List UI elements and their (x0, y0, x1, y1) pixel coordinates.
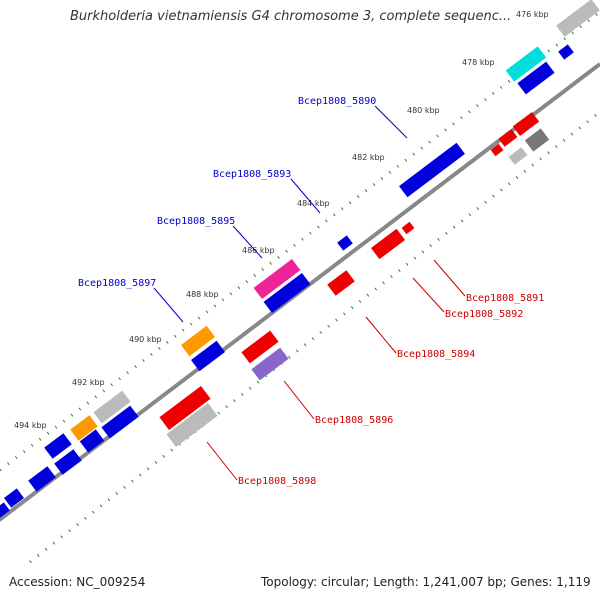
gene-feature[interactable] (498, 129, 518, 147)
gene-feature[interactable] (517, 61, 555, 95)
gene-feature[interactable] (28, 466, 56, 492)
gene-feature[interactable] (44, 433, 72, 459)
genome-summary-text: Topology: circular; Length: 1,241,007 bp… (261, 575, 591, 589)
accession-text: Accession: NC_009254 (9, 575, 146, 589)
gene-feature[interactable] (524, 128, 550, 152)
scale-label: 488 kbp (186, 290, 219, 299)
gene-feature[interactable] (399, 142, 465, 198)
gene-feature[interactable] (263, 272, 311, 314)
gene-feature[interactable] (241, 330, 279, 364)
gene-label-forward[interactable]: Bcep1808_5895 (157, 216, 235, 227)
map-title: Burkholderia vietnamiensis G4 chromosome… (70, 9, 512, 24)
scale-label: 486 kbp (242, 246, 275, 255)
scale-label: 484 kbp (297, 199, 330, 208)
gene-label-forward[interactable]: Bcep1808_5893 (213, 169, 291, 180)
gene-feature[interactable] (401, 221, 415, 235)
gene-feature[interactable] (191, 340, 225, 372)
gene-feature[interactable] (159, 385, 211, 431)
gene-feature[interactable] (337, 235, 353, 251)
gene-label-reverse[interactable]: Bcep1808_5894 (397, 349, 475, 360)
gene-feature[interactable] (181, 325, 215, 357)
scale-label: 480 kbp (407, 106, 440, 115)
gene-feature[interactable] (490, 143, 504, 157)
gene-feature[interactable] (327, 270, 355, 296)
scale-label: 478 kbp (462, 58, 495, 67)
gene-label-reverse[interactable]: Bcep1808_5896 (315, 415, 393, 426)
gene-label-reverse[interactable]: Bcep1808_5898 (238, 476, 316, 487)
gene-feature[interactable] (4, 488, 24, 508)
gene-feature[interactable] (0, 502, 10, 518)
gene-feature[interactable] (505, 46, 547, 82)
gene-feature[interactable] (556, 0, 600, 37)
gene-feature[interactable] (54, 449, 82, 475)
scale-label: 482 kbp (352, 153, 385, 162)
gene-feature[interactable] (93, 390, 131, 424)
gene-feature[interactable] (371, 228, 405, 260)
gene-feature[interactable] (101, 405, 139, 439)
gene-feature[interactable] (70, 415, 98, 441)
scale-label: 492 kbp (72, 378, 105, 387)
gene-label-reverse[interactable]: Bcep1808_5891 (466, 293, 544, 304)
gene-label-forward[interactable]: Bcep1808_5897 (78, 278, 156, 289)
gene-label-reverse[interactable]: Bcep1808_5892 (445, 309, 523, 320)
gene-feature[interactable] (558, 44, 574, 60)
gene-feature[interactable] (166, 402, 218, 448)
gene-feature[interactable] (251, 347, 289, 381)
gene-label-forward[interactable]: Bcep1808_5890 (298, 96, 376, 107)
gene-feature[interactable] (253, 258, 301, 300)
scale-label: 490 kbp (129, 335, 162, 344)
gene-feature[interactable] (79, 429, 105, 453)
scale-label: 476 kbp (516, 10, 549, 19)
scale-label: 494 kbp (14, 421, 47, 430)
gene-feature[interactable] (508, 147, 528, 165)
reverse-scale-ticks (29, 110, 600, 564)
gene-feature[interactable] (512, 111, 540, 137)
